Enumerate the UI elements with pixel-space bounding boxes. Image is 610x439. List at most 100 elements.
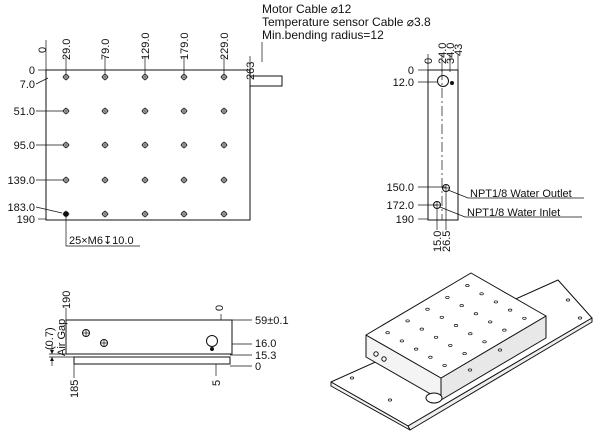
front-right-dim-59: 59±0.1 (255, 315, 289, 327)
iso-mounting-hole (448, 343, 453, 347)
mounting-hole (101, 107, 109, 115)
hole-note-leader (65, 215, 140, 247)
mounting-hole (101, 210, 109, 218)
mounting-hole (62, 73, 70, 81)
top-x-tick-129: 129.0 (140, 32, 152, 60)
mounting-hole (62, 141, 70, 149)
mounting-hole (101, 141, 109, 149)
iso-mounting-hole (399, 339, 405, 343)
iso-port-1 (373, 351, 379, 357)
iso-mounting-hole (479, 292, 484, 296)
water-inlet-leader (439, 206, 582, 218)
side-body-outline (427, 69, 459, 221)
iso-mounting-hole (428, 355, 433, 359)
iso-mounting-hole (433, 335, 439, 339)
iso-base-hole (577, 316, 583, 320)
water-outlet-leader (447, 189, 584, 199)
mounting-hole (141, 210, 149, 218)
top-y-tick-51: 51.0 (14, 106, 35, 118)
front-connector-circle (206, 335, 218, 347)
mounting-hole (62, 107, 70, 115)
mounting-hole (62, 176, 70, 184)
iso-connector (425, 392, 443, 404)
top-y-extension-lines (35, 69, 66, 220)
mounting-hole (220, 176, 228, 184)
front-top-tick-190: 190 (61, 291, 73, 309)
mounting-hole (141, 176, 149, 184)
mounting-hole (180, 73, 188, 81)
side-top-tick-0: 0 (423, 58, 435, 64)
top-x-tick-0: 0 (37, 47, 49, 53)
mounting-hole (141, 73, 149, 81)
side-y-tick-0: 0 (408, 65, 414, 77)
iso-mounting-hole (502, 328, 507, 332)
iso-base-hole (565, 298, 571, 302)
front-right-dim-15-3: 15.3 (255, 350, 276, 362)
top-y-tick-190: 190 (17, 214, 35, 226)
side-bottom-tick-15: 15.0 (432, 231, 444, 252)
side-connector-dot (450, 81, 454, 85)
side-bottom-tick-26-5: 26.5 (441, 231, 453, 252)
iso-mounting-hole (453, 324, 459, 327)
cable-note-motor: Motor Cable ⌀12 (262, 2, 352, 16)
cable-note-bending: Min.bending radius=12 (262, 28, 384, 42)
iso-mounting-hole (522, 316, 527, 320)
iso-mounting-hole (488, 320, 493, 324)
air-gap-label: Air Gap (56, 319, 68, 356)
top-x-tick-79: 79.0 (100, 39, 112, 60)
side-top-tick-34: 34.0 (445, 43, 457, 64)
top-y-tick-139: 139.0 (7, 175, 35, 187)
iso-mounting-hole (405, 319, 410, 323)
mounting-hole (101, 176, 109, 184)
iso-mounting-hole (413, 347, 419, 351)
front-bottom-tick-5: 5 (211, 380, 223, 386)
front-connector-dot (210, 347, 214, 351)
front-view: 190 0 59±0.1 16.0 15.3 0 185 5 (0.7) Air (44, 291, 289, 398)
iso-port-2 (381, 356, 387, 362)
iso-mounting-hole (445, 295, 450, 299)
top-x-tick-263: 263 (245, 62, 257, 80)
iso-mounting-hole (482, 340, 487, 344)
iso-mounting-hole (459, 304, 464, 308)
top-x-extension-lines (45, 40, 251, 75)
top-hole-grid (62, 73, 228, 218)
iso-mounting-hole (425, 307, 430, 311)
side-view: 0 24.0 34.0 43 0 12.0 150.0 172.0 190 NP… (386, 43, 584, 252)
iso-mounting-hole (507, 308, 513, 312)
top-y-tick-95: 95.0 (14, 140, 35, 152)
mounting-hole (180, 141, 188, 149)
iso-base-hole (497, 348, 503, 352)
front-right-dim-16: 16.0 (255, 338, 276, 350)
mounting-hole (180, 176, 188, 184)
mounting-hole (141, 141, 149, 149)
side-top-tick-43: 43 (453, 44, 465, 56)
top-view: 0 29.0 79.0 129.0 179.0 229.0 263 0 7.0 … (7, 32, 283, 247)
hole-note: 25×M6↧10.0 (69, 235, 134, 247)
iso-mounting-hole (468, 332, 473, 336)
mounting-hole (101, 73, 109, 81)
iso-hole-grid (349, 284, 583, 402)
iso-base-hole (349, 376, 355, 380)
iso-mounting-hole (419, 327, 424, 331)
front-right-dim-0: 0 (255, 361, 261, 373)
iso-mounting-hole (462, 352, 467, 356)
mounting-hole (220, 210, 228, 218)
top-x-tick-29: 29.0 (61, 39, 73, 60)
water-outlet-label: NPT1/8 Water Outlet (470, 188, 572, 200)
front-bottom-tick-185: 185 (69, 380, 81, 398)
air-gap-value: (0.7) (44, 327, 56, 350)
side-connector-circle (437, 75, 449, 87)
top-y-tick-183: 183.0 (7, 202, 35, 214)
isometric-view (330, 272, 593, 431)
iso-mounting-hole (385, 331, 390, 335)
top-y-tick-7: 7.0 (20, 79, 35, 91)
front-top-tick-0: 0 (214, 305, 226, 311)
iso-mounting-hole (493, 300, 499, 304)
cable-notes: Motor Cable ⌀12 Temperature sensor Cable… (261, 2, 431, 62)
front-base-plate (73, 356, 231, 365)
cable-note-sensor: Temperature sensor Cable ⌀3.8 (262, 15, 431, 29)
mounting-hole (141, 107, 149, 115)
cable-connector (249, 75, 283, 87)
side-y-tick-12: 12.0 (393, 77, 414, 89)
